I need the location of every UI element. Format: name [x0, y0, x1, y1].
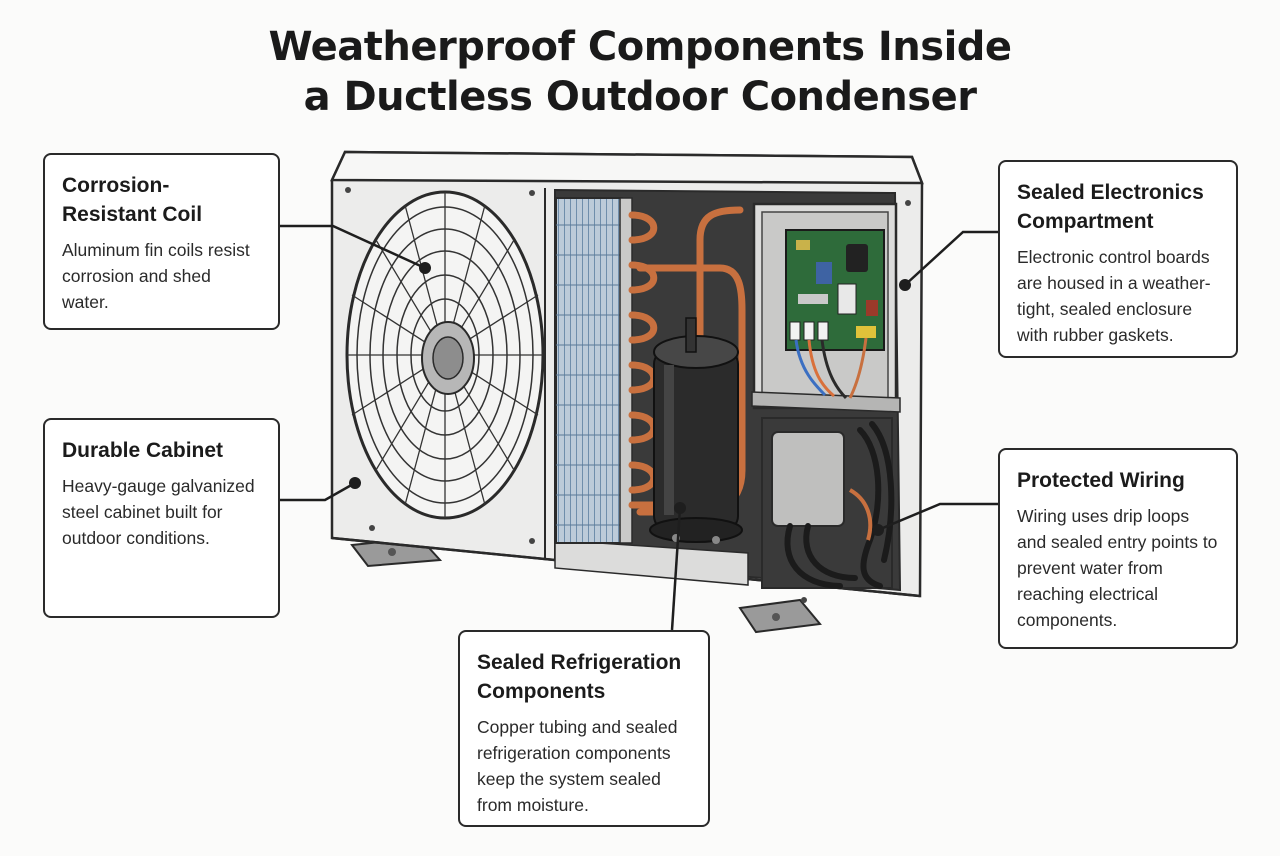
callout-heading: Sealed Refrigeration Components: [477, 651, 682, 703]
callout-body: Copper tubing and sealed refrigeration c…: [477, 717, 678, 815]
mounting-feet: [350, 536, 822, 634]
callout-body: Aluminum fin coils resist corrosion and …: [62, 240, 250, 312]
callout-corrosion-resistant-coil: Corrosion-Resistant Coil Aluminum fin co…: [43, 153, 280, 330]
wiring-junction-box: [761, 417, 895, 589]
circuit-board: [785, 229, 885, 400]
callout-heading: Sealed Electronics Compartment: [1017, 181, 1204, 233]
callout-durable-cabinet: Durable Cabinet Heavy-gauge galvanized s…: [43, 418, 280, 618]
callout-sealed-electronics-compartment: Sealed Electronics Compartment Electroni…: [998, 160, 1238, 358]
title-line-1: Weatherproof Components Inside: [268, 24, 1012, 70]
title-line-2: a Ductless Outdoor Condenser: [303, 74, 977, 120]
fan-grille: [345, 190, 545, 520]
callout-protected-wiring: Protected Wiring Wiring uses drip loops …: [998, 448, 1238, 649]
callout-body: Electronic control boards are housed in …: [1017, 247, 1211, 345]
callout-heading: Corrosion-Resistant Coil: [62, 174, 203, 226]
callout-body: Wiring uses drip loops and sealed entry …: [1017, 506, 1218, 630]
page-title: Weatherproof Components Inside a Ductles…: [0, 22, 1280, 122]
callout-heading: Protected Wiring: [1017, 469, 1185, 492]
leader-dots: [349, 262, 911, 536]
callout-sealed-refrigeration-components: Sealed Refrigeration Components Copper t…: [458, 630, 710, 827]
callout-body: Heavy-gauge galvanized steel cabinet bui…: [62, 476, 255, 548]
callout-heading: Durable Cabinet: [62, 439, 224, 462]
compressor: [649, 317, 743, 544]
leader-lines: [280, 224, 1000, 631]
coil-fins: [555, 197, 633, 544]
